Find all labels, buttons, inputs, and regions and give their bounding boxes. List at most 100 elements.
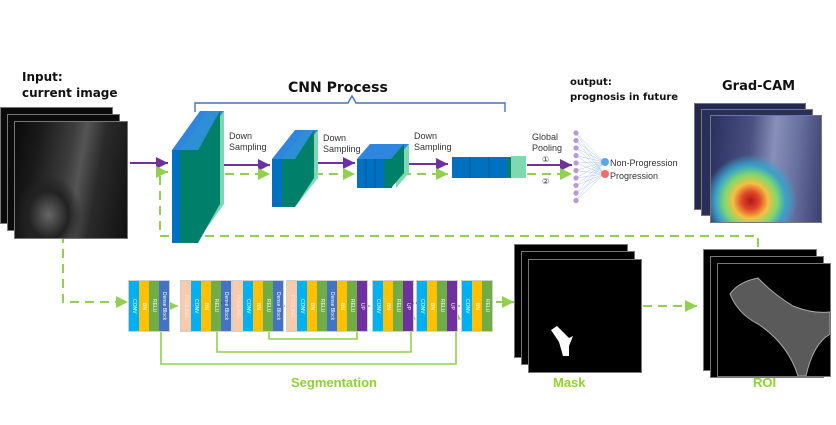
mask-slice-front (528, 259, 642, 373)
cnn-block-2 (272, 130, 318, 207)
input-title-line1: Input: (22, 70, 63, 84)
roi-bone-shape (729, 277, 830, 376)
layer-relu: RELU (347, 281, 357, 331)
layer-bn: BN (337, 281, 347, 331)
sampling-text: Sampling (229, 142, 267, 152)
neuron-connection (575, 161, 605, 186)
gradcam-title: Grad-CAM (722, 79, 796, 94)
down-sampling-label-1: Down Sampling (229, 131, 267, 153)
ellipsis-1: ⋯ (220, 298, 230, 309)
sampling-text: Sampling (323, 144, 361, 154)
layer-up: UP (447, 281, 457, 331)
layer-relu: RELU (263, 281, 273, 331)
layer-conv: CONV (191, 281, 201, 331)
layer-bn: BN (427, 281, 437, 331)
hidden-neuron (573, 160, 579, 166)
hidden-neuron (573, 190, 579, 196)
layer-bn: BN (307, 281, 317, 331)
down-text: Down (414, 131, 438, 141)
cnn-title: CNN Process (288, 80, 388, 96)
layer-conv: CONV (462, 281, 472, 331)
layer-bn: BN (472, 281, 482, 331)
layer-dense: Dense Block (159, 281, 169, 331)
gradcam-slice-front (710, 115, 822, 223)
global-text: Global (532, 132, 559, 142)
segmentation-title: Segmentation (291, 375, 377, 390)
class-label-progression: Progression (610, 171, 659, 181)
neuron-connection (575, 147, 605, 175)
cnn-bracket (194, 94, 506, 112)
roi-feedback-loop (156, 166, 759, 247)
hidden-neuron (573, 182, 579, 189)
down-sampling-label-2: Down Sampling (323, 133, 361, 155)
sampling-text: Sampling (414, 142, 452, 152)
neuron-connection (575, 173, 605, 194)
down-text: Down (229, 131, 253, 141)
hidden-neuron (573, 152, 579, 159)
layer-relu: RELU (482, 281, 492, 331)
layer-conv: CONV (373, 281, 383, 331)
class-label-non-progression: Non-Progression (610, 158, 678, 168)
neuron-connection (575, 170, 605, 175)
neuron-connection (575, 155, 605, 175)
layer-pool: POOLING (233, 281, 243, 331)
neuron-connection (575, 173, 605, 201)
layer-conv: CONV (417, 281, 427, 331)
layer-pool: POOLING (287, 281, 297, 331)
layer-pool: POOLING (181, 281, 191, 331)
layer-relu: RELU (317, 281, 327, 331)
output-title: output: prognosis in future (570, 75, 678, 105)
hidden-neuron (573, 175, 579, 181)
layer-bn: BN (139, 281, 149, 331)
layer-relu: RELU (211, 281, 221, 331)
hidden-neuron (573, 167, 579, 174)
layer-conv: CONV (297, 281, 307, 331)
input-title-line2: current image (22, 86, 118, 100)
cnn-block-4 (452, 156, 526, 178)
layer-dense: Dense Block (273, 281, 283, 331)
cnn-block-3 (357, 144, 409, 188)
cnn-block-1 (172, 111, 224, 243)
neuron-connection (575, 161, 605, 179)
layer-dense: Dense Block (327, 281, 337, 331)
mask-region-shape (551, 326, 573, 356)
layer-relu: RELU (149, 281, 159, 331)
skip-connection-1 (160, 310, 461, 365)
ellipsis-2: ⋯ (408, 298, 418, 309)
hidden-neuron (573, 137, 579, 144)
hidden-neuron (573, 197, 579, 204)
neuron-connection (575, 161, 605, 201)
layer-bn: BN (253, 281, 263, 331)
output-neuron-progression (601, 170, 609, 178)
neuron-connection (575, 161, 605, 194)
input-to-seg (62, 234, 128, 308)
down-sampling-label-3: Down Sampling (414, 131, 452, 153)
layer-conv: CONV (243, 281, 253, 331)
neuron-connection (575, 155, 605, 163)
dense-output-layer (573, 130, 609, 204)
pooling-text: Pooling (532, 143, 563, 153)
neuron-connection (575, 147, 605, 163)
global-pooling-label: Global Pooling (532, 132, 562, 154)
layer-up: UP (357, 281, 367, 331)
neuron-connection (575, 161, 605, 164)
hidden-neuron (573, 130, 579, 136)
output-title-line2: prognosis in future (570, 92, 679, 103)
output-title-line1: output: (570, 77, 612, 88)
layer-conv: CONV (129, 281, 139, 331)
layer-relu: RELU (437, 281, 447, 331)
neuron-connection (575, 132, 605, 163)
path1-marker: ① (542, 155, 550, 164)
neuron-connection (575, 173, 605, 179)
hidden-neuron (573, 145, 579, 151)
down-text: Down (323, 133, 347, 143)
layer-bn: BN (201, 281, 211, 331)
